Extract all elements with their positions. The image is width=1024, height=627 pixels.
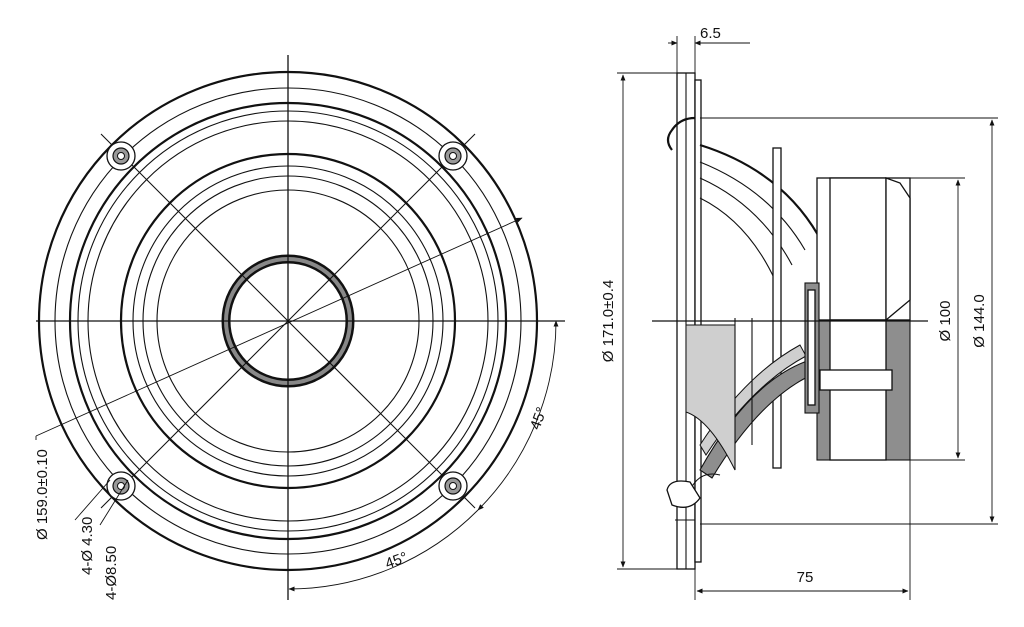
basket-spider-plate xyxy=(772,147,782,469)
mounting-hole-bottom-left xyxy=(106,471,136,501)
angle-arc-right xyxy=(477,320,559,511)
mounting-hole-bottom-right xyxy=(438,471,468,501)
side-view: 6.5 Ø 171.0±0.4 Ø 100 Ø 144.0 75 xyxy=(600,25,998,600)
angle-arc-bottom xyxy=(288,509,479,592)
angle-label-right: 45° xyxy=(527,405,551,432)
flange-thickness-label: 6.5 xyxy=(700,25,721,42)
surround-roll xyxy=(666,480,701,508)
mounting-hole-top-left xyxy=(106,141,136,171)
basket-upper-curve xyxy=(699,143,819,236)
outer-diameter-label: Ø 159.0±0.10 xyxy=(34,449,51,540)
diagonal-axis-2 xyxy=(100,133,476,509)
basket-diameter-label: Ø 144.0 xyxy=(971,294,988,347)
diameter-leader-line xyxy=(35,217,523,437)
depth-label: 75 xyxy=(797,569,814,586)
front-view: 45° 45° Ø 159.0±0.10 4-Ø 4.30 4-Ø8.50 xyxy=(34,55,565,600)
mounting-hole-top-right xyxy=(438,141,468,171)
hole-leader-line xyxy=(74,479,111,521)
angle-label-bottom: 45° xyxy=(383,549,410,573)
magnet-diameter-label: Ø 100 xyxy=(937,301,954,342)
mounting-pcd-label: 4-Ø 4.30 xyxy=(79,517,96,575)
frame-diameter-label: Ø 171.0±0.4 xyxy=(600,280,617,362)
mounting-holes-label: 4-Ø8.50 xyxy=(103,546,120,600)
